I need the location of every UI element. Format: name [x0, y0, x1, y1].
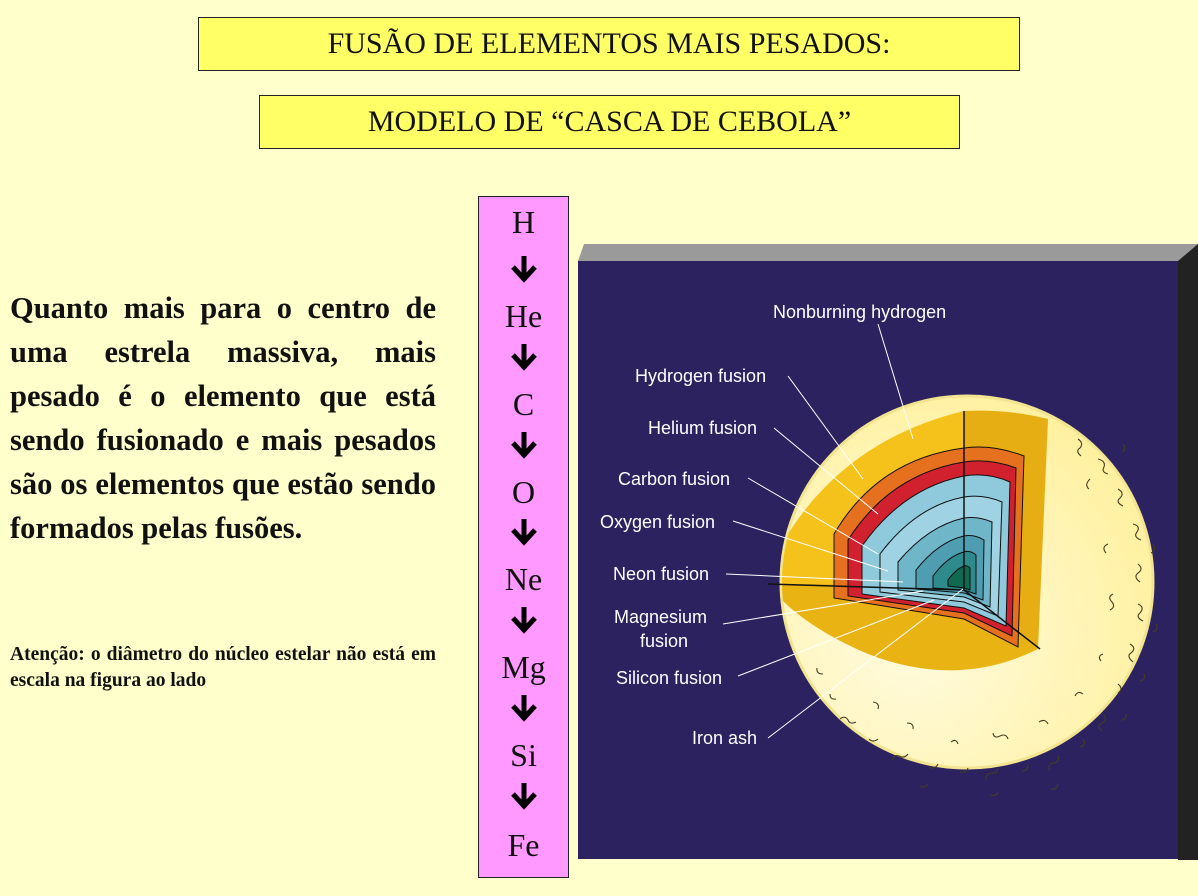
- element-mg: Mg: [501, 649, 546, 685]
- label-iron-ash: Iron ash: [692, 728, 757, 748]
- element-h: H: [511, 204, 536, 240]
- element-ne: Ne: [504, 561, 543, 597]
- label-neon-fusion: Neon fusion: [613, 564, 709, 584]
- panel-side-bevel: [1178, 244, 1198, 860]
- subtitle: MODELO DE “CASCA DE CEBOLA”: [259, 95, 960, 149]
- star-texture: [816, 438, 1158, 797]
- label-magnesium-fusion-2: fusion: [640, 631, 688, 651]
- element-fe: Fe: [507, 827, 540, 863]
- inner-shells: [767, 411, 1041, 650]
- arrow-down-icon: [511, 432, 537, 459]
- onion-shell-diagram: Nonburning hydrogen Hydrogen fusion Heli…: [578, 244, 1198, 860]
- arrow-down-icon: [511, 344, 537, 371]
- element-c: C: [512, 386, 535, 422]
- explanation-paragraph: Quanto mais para o centro de uma estrela…: [10, 291, 436, 545]
- label-helium-fusion: Helium fusion: [648, 418, 757, 438]
- arrow-down-icon: [511, 783, 537, 810]
- panel-top-bevel: [578, 244, 1198, 261]
- arrow-down-icon: [511, 607, 537, 634]
- label-hydrogen-fusion: Hydrogen fusion: [635, 366, 766, 386]
- label-magnesium-fusion-1: Magnesium: [614, 607, 707, 627]
- element-o: O: [511, 474, 536, 510]
- arrow-down-icon: [511, 519, 537, 546]
- scale-note: Atenção: o diâmetro do núcleo estelar nã…: [10, 644, 436, 691]
- label-oxygen-fusion: Oxygen fusion: [600, 512, 715, 532]
- element-he: He: [504, 298, 543, 334]
- leader-lines: [722, 323, 964, 739]
- label-nonburning-hydrogen: Nonburning hydrogen: [773, 302, 946, 322]
- fusion-chain: H He C O Ne Mg Si Fe: [478, 196, 569, 878]
- arrow-down-icon: [511, 695, 537, 722]
- label-carbon-fusion: Carbon fusion: [618, 469, 730, 489]
- element-si: Si: [510, 737, 537, 773]
- label-silicon-fusion: Silicon fusion: [616, 668, 722, 688]
- arrow-down-icon: [511, 256, 537, 283]
- main-title: FUSÃO DE ELEMENTOS MAIS PESADOS:: [198, 17, 1020, 71]
